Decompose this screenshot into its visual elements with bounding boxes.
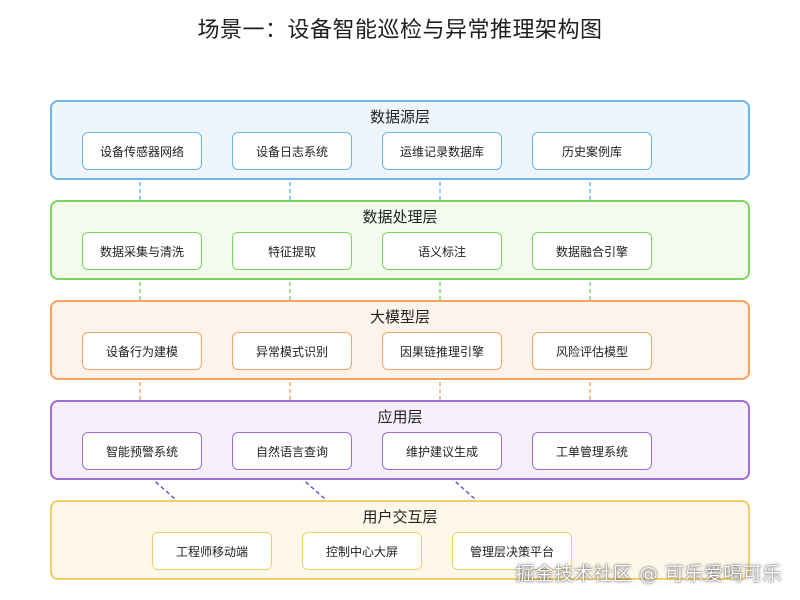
module-box: 维护建议生成 [382, 432, 502, 470]
layer-title: 数据源层 [369, 108, 430, 126]
module-box: 工程师移动端 [152, 532, 272, 570]
module-box: 设备日志系统 [232, 132, 352, 170]
module-box: 自然语言查询 [232, 432, 352, 470]
module-box: 设备传感器网络 [82, 132, 202, 170]
module-box: 风险评估模型 [532, 332, 652, 370]
module-box: 异常模式识别 [232, 332, 352, 370]
module-box: 控制中心大屏 [302, 532, 422, 570]
layer-user-interaction: 用户交互层 工程师移动端 控制中心大屏 管理层决策平台 [50, 500, 750, 580]
module-box: 运维记录数据库 [382, 132, 502, 170]
module-box: 语义标注 [382, 232, 502, 270]
module-box: 智能预警系统 [82, 432, 202, 470]
module-box: 工单管理系统 [532, 432, 652, 470]
module-box: 数据融合引擎 [532, 232, 652, 270]
layer-title: 应用层 [377, 408, 423, 426]
module-box: 历史案例库 [532, 132, 652, 170]
layer-data-source: 数据源层 设备传感器网络 设备日志系统 运维记录数据库 历史案例库 [50, 100, 750, 180]
layer-data-processing: 数据处理层 数据采集与清洗 特征提取 语义标注 数据融合引擎 [50, 200, 750, 280]
layer-title: 用户交互层 [362, 508, 438, 526]
module-box: 特征提取 [232, 232, 352, 270]
module-box: 管理层决策平台 [452, 532, 572, 570]
module-box: 因果链推理引擎 [382, 332, 502, 370]
module-box: 设备行为建模 [82, 332, 202, 370]
diagram-title: 场景一：设备智能巡检与异常推理架构图 [197, 18, 603, 43]
module-box: 数据采集与清洗 [82, 232, 202, 270]
watermark: 掘金技术社区 @ 可乐爱喝可乐 [515, 563, 782, 585]
layer-title: 大模型层 [369, 308, 430, 326]
layer-title: 数据处理层 [362, 208, 438, 226]
layer-application: 应用层 智能预警系统 自然语言查询 维护建议生成 工单管理系统 [50, 400, 750, 480]
layer-large-model: 大模型层 设备行为建模 异常模式识别 因果链推理引擎 风险评估模型 [50, 300, 750, 380]
